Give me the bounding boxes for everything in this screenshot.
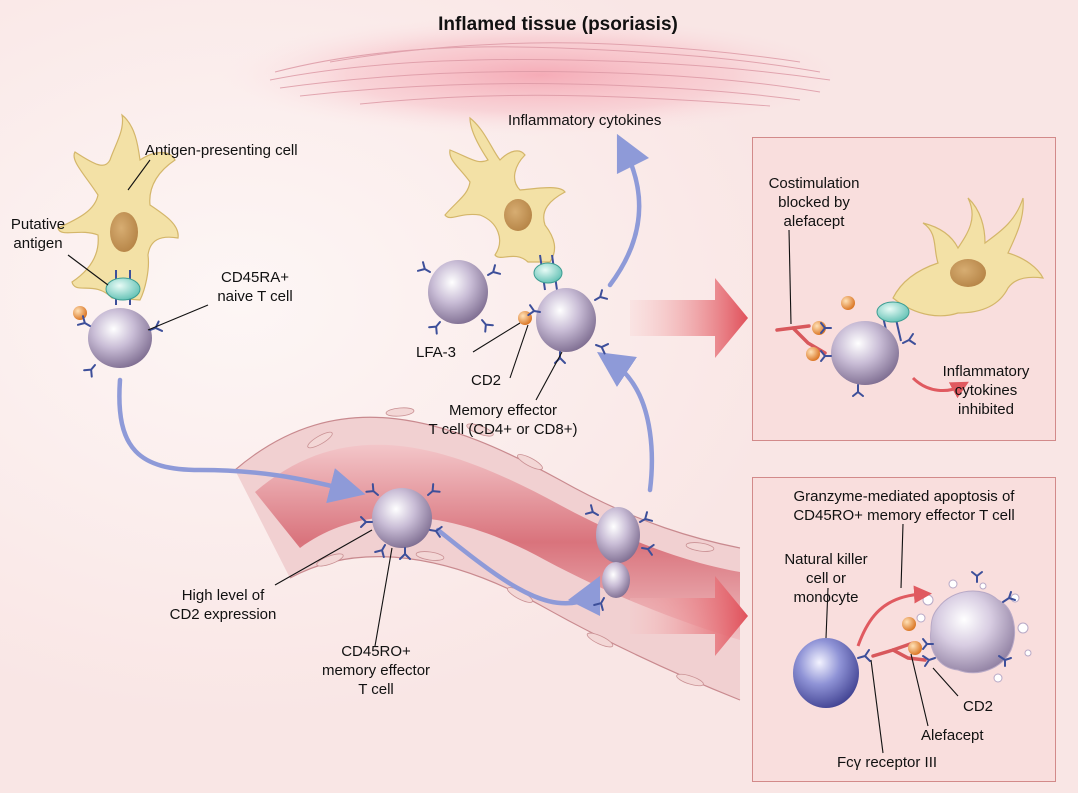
panel-apc: [892, 197, 1045, 317]
label-cytokines-inhibited: Inflammatory cytokines inhibited: [942, 363, 1030, 418]
label-high-cd2: High level of CD2 expression: [169, 587, 277, 623]
panel-costimulation-blocked: Costimulation blocked by alefacept Infla…: [752, 137, 1056, 441]
label-inflammatory-cytokines: Inflammatory cytokines: [508, 112, 662, 129]
flow-arrow-naive-to-vessel: [117, 377, 366, 504]
title: Inflamed tissue (psoriasis): [438, 14, 678, 35]
label-alefacept: Alefacept: [921, 727, 984, 744]
alefacept-molecule-panel2: [871, 641, 927, 662]
panel-granzyme-apoptosis: Granzyme-mediated apoptosis of CD45RO+ m…: [752, 477, 1056, 782]
label-fc-receptor: Fcγ receptor III: [837, 754, 938, 771]
label-naive-t-cell: CD45RA+ naive T cell: [217, 269, 293, 305]
inflamed-tissue: [220, 13, 860, 137]
antigen-presenting-cell-left: [57, 113, 179, 301]
memory-t-cell-side: [416, 260, 502, 335]
label-putative-antigen: Putative antigen: [10, 216, 66, 252]
apoptotic-t-cell: [916, 579, 1032, 683]
label-cd45ro-t-cell: CD45RO+ memory effector T cell: [321, 643, 431, 698]
label-natural-killer-cell: Natural killer cell or monocyte: [784, 551, 868, 606]
granzyme-arrow: [856, 585, 932, 647]
panel-costimulation-art: [775, 197, 1045, 399]
alefacept-molecule-panel1: [775, 324, 827, 355]
flow-arrow-cytokines: [607, 133, 650, 288]
natural-killer-cell: [793, 638, 859, 708]
big-arrow-apoptosis: [630, 576, 748, 656]
panel-apoptosis-art: [793, 523, 1032, 754]
leader-lines: [67, 159, 563, 647]
big-arrow-costimulation: [630, 278, 748, 358]
antigen-presenting-cell-top: [444, 116, 566, 263]
inhibited-arrow: [911, 376, 969, 399]
memory-effector-t-cell: [518, 254, 610, 364]
label-lfa3: LFA-3: [416, 344, 457, 361]
label-memory-effector-t-cell: Memory effector T cell (CD4+ or CD8+): [428, 402, 578, 438]
extravasating-t-cell: [584, 504, 655, 612]
label-granzyme-apoptosis: Granzyme-mediated apoptosis of CD45RO+ m…: [793, 488, 1015, 524]
label-cd2: CD2: [471, 372, 502, 389]
label-costimulation-blocked: Costimulation blocked by alefacept: [768, 175, 860, 230]
label-panel-cd2: CD2: [963, 698, 994, 715]
cd45ro-t-cell-vessel: [360, 483, 443, 560]
flow-arrow-in-vessel: [435, 527, 601, 617]
flow-arrow-extravasation: [597, 352, 655, 493]
naive-t-cell-group: [73, 270, 164, 378]
label-antigen-presenting-cell: Antigen-presenting cell: [145, 142, 298, 159]
